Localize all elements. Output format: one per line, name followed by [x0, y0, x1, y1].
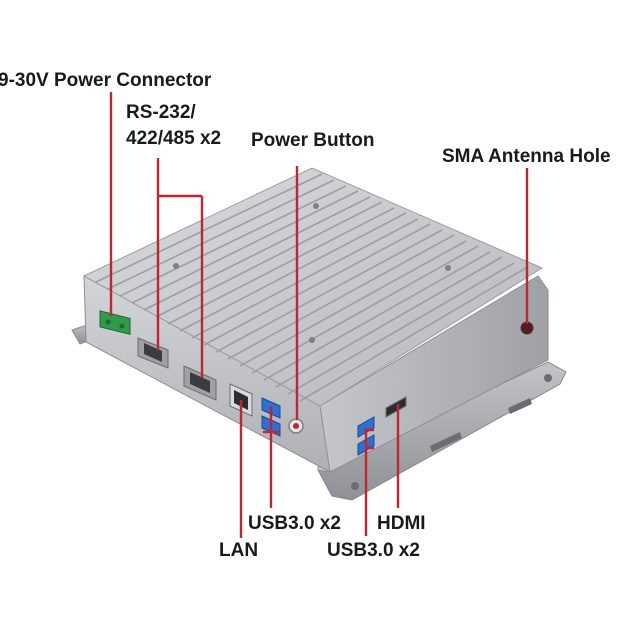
- serial-ports-label-line1: RS-232/: [126, 102, 196, 123]
- serial-ports-label-line2: 422/485 x2: [126, 128, 222, 149]
- hdmi-port: [385, 396, 407, 418]
- lan-label: LAN: [219, 540, 259, 561]
- hdmi-label: HDMI: [377, 513, 426, 534]
- power-button-label: Power Button: [251, 130, 375, 151]
- power-terminal-block: [99, 310, 131, 336]
- serial-ports-label: RS-232/ 422/485 x2: [126, 100, 221, 152]
- usb-right-label: USB3.0 x2: [327, 540, 420, 561]
- power-button: [288, 418, 304, 434]
- serial-port-2: [183, 365, 217, 401]
- sma-antenna-label: SMA Antenna Hole: [442, 146, 611, 167]
- callout-lines: [109, 92, 529, 538]
- usb-left-label: USB3.0 x2: [248, 513, 341, 534]
- heatsink-screws: [173, 203, 451, 343]
- right-mounting-bracket: [317, 361, 567, 501]
- chassis-right-face: [317, 275, 549, 473]
- power-connector-label: 9-30V Power Connector: [0, 70, 212, 91]
